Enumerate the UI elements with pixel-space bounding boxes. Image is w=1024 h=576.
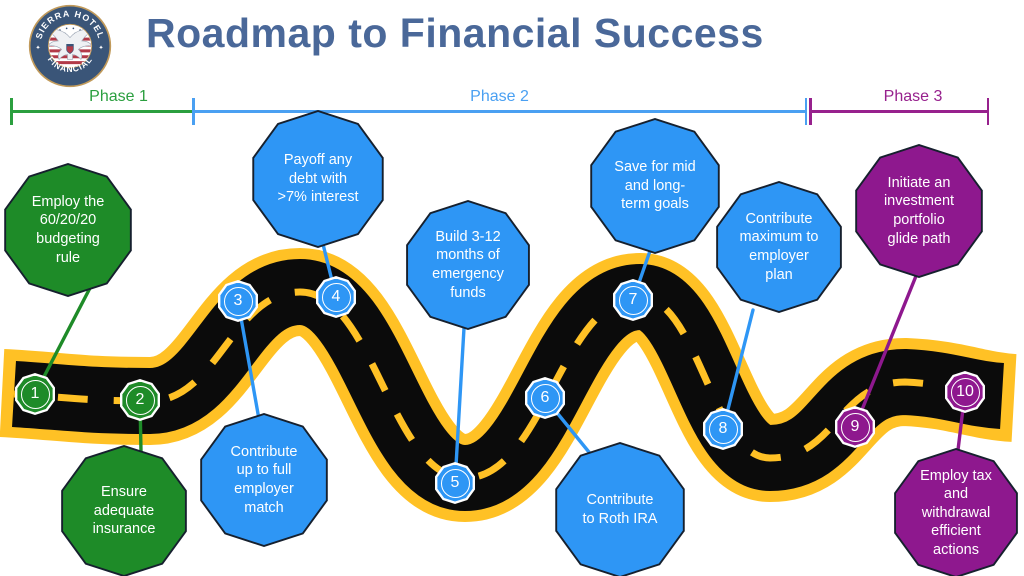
callout-payoff-debt: Payoff any debt with >7% interest	[249, 110, 387, 248]
marker-1: 1	[14, 373, 56, 415]
connector-3	[236, 299, 262, 427]
callout-text: Ensure adequate insurance	[92, 484, 156, 538]
callout-text: Payoff any debt with >7% interest	[277, 152, 359, 206]
phase-1-bracket: Phase 1	[10, 88, 193, 128]
phase-2-line	[192, 110, 807, 113]
marker-7: 7	[612, 279, 654, 321]
marker-number: 7	[628, 291, 638, 308]
callout-text: Contribute maximum to employer plan	[739, 210, 819, 283]
marker-number: 6	[540, 389, 550, 406]
callout-text: Build 3-12 months of emergency funds	[432, 228, 504, 301]
marker-number: 10	[956, 383, 974, 400]
marker-number: 3	[233, 292, 243, 309]
callout-text: Employ the 60/20/20 budgeting rule	[31, 193, 105, 266]
star-separator-icon: ✦	[36, 44, 41, 51]
callout-tax-efficient: Employ tax and withdrawal efficient acti…	[891, 448, 1021, 576]
callout-text: Initiate an investment portfolio glide p…	[883, 174, 955, 247]
phase-3-line	[809, 110, 989, 113]
callout-roth-ira: Contribute to Roth IRA	[552, 442, 688, 576]
callout-emergency-funds: Build 3-12 months of emergency funds	[403, 200, 533, 330]
callout-employer-match: Contribute up to full employer match	[197, 413, 331, 547]
phase-2-label: Phase 2	[470, 88, 529, 105]
callout-text: Save for mid and long- term goals	[614, 159, 696, 213]
page-title: Roadmap to Financial Success	[146, 10, 764, 56]
marker-number: 9	[850, 418, 860, 435]
marker-5: 5	[434, 462, 476, 504]
callout-text: Contribute to Roth IRA	[582, 492, 658, 527]
callout-term-goals: Save for mid and long- term goals	[587, 118, 723, 254]
marker-number: 2	[135, 391, 145, 408]
logo-flag	[49, 25, 91, 67]
marker-2: 2	[119, 379, 161, 421]
marker-number: 5	[450, 474, 460, 491]
callout-text: Contribute up to full employer match	[230, 443, 298, 516]
phase-2-bracket: Phase 2	[192, 88, 807, 128]
connector-5	[453, 326, 466, 485]
star-separator-icon: ✦	[99, 44, 104, 51]
phase-3-label: Phase 3	[883, 88, 943, 105]
phase-1-label: Phase 1	[89, 88, 148, 105]
phase-3-bracket: Phase 3	[809, 88, 989, 128]
callout-employer-plan: Contribute maximum to employer plan	[713, 181, 845, 313]
callout-text: Employ tax and withdrawal efficient acti…	[920, 467, 992, 558]
callout-budgeting-rule: Employ the 60/20/20 budgeting rule	[1, 163, 135, 297]
marker-10: 10	[944, 371, 986, 413]
marker-number: 8	[718, 420, 728, 437]
marker-4: 4	[315, 276, 357, 318]
road-centerline	[13, 288, 1003, 482]
marker-6: 6	[524, 377, 566, 419]
marker-9: 9	[834, 406, 876, 448]
connector-9	[853, 274, 918, 429]
marker-number: 4	[331, 288, 341, 305]
callout-insurance: Ensure adequate insurance	[58, 445, 190, 576]
connector-8	[721, 308, 755, 431]
marker-number: 1	[30, 385, 40, 402]
marker-3: 3	[217, 280, 259, 322]
marker-8: 8	[702, 408, 744, 450]
sierra-hotel-financial-logo: SIERRA HOTEL FINANCIAL ✦ ✦	[28, 4, 112, 88]
callout-glide-path: Initiate an investment portfolio glide p…	[852, 144, 986, 278]
phase-1-line	[10, 110, 193, 113]
